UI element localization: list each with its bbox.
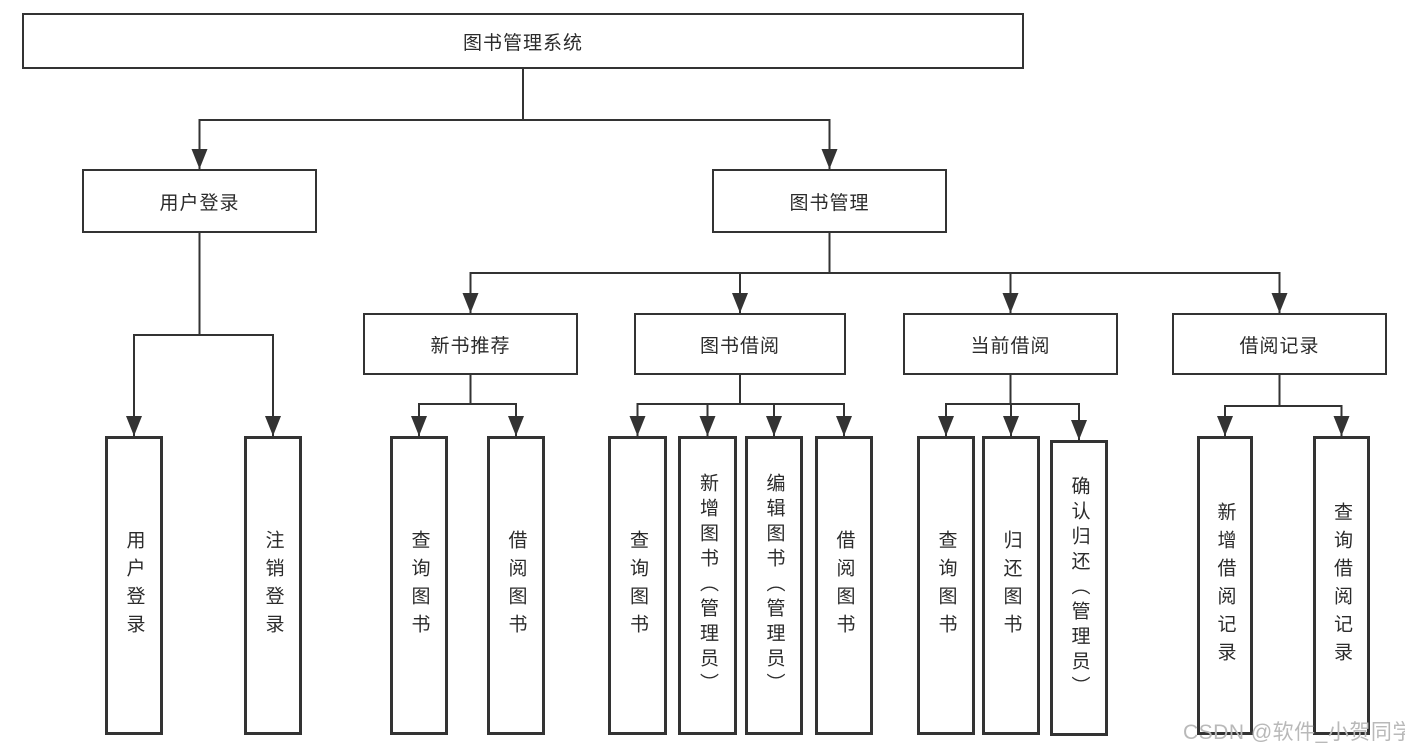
- leaf-label: 注销登录: [262, 529, 284, 642]
- node-leaf-add-borrow-record: 新增借阅记录: [1197, 436, 1253, 735]
- node-user-login-label: 用户登录: [159, 192, 240, 214]
- node-leaf-borrow-books: 借阅图书: [487, 436, 545, 735]
- node-new-book-recommend-label: 新书推荐: [430, 335, 511, 357]
- node-user-login: 用户登录: [82, 169, 317, 233]
- node-new-book-recommend: 新书推荐: [363, 313, 578, 375]
- leaf-label: 借阅图书: [833, 529, 855, 642]
- node-leaf-edit-books-admin: 编辑图书（管理员）: [745, 436, 803, 735]
- leaf-label: 新增借阅记录: [1214, 501, 1236, 670]
- node-root-system: 图书管理系统: [22, 13, 1024, 69]
- leaf-label: 查询图书: [408, 529, 430, 642]
- node-leaf-query-borrow-record: 查询借阅记录: [1313, 436, 1370, 735]
- leaf-label: 查询图书: [627, 529, 648, 642]
- node-leaf-return-books: 归还图书: [982, 436, 1040, 735]
- node-borrowing-records-label: 借阅记录: [1239, 335, 1320, 357]
- leaf-label: 查询借阅记录: [1331, 501, 1352, 670]
- node-leaf-borrow-books: 借阅图书: [815, 436, 873, 735]
- node-book-management: 图书管理: [712, 169, 947, 233]
- node-leaf-query-books: 查询图书: [917, 436, 975, 735]
- leaf-label: 归还图书: [1000, 529, 1022, 642]
- node-leaf-logout: 注销登录: [244, 436, 302, 735]
- node-leaf-add-books-admin: 新增图书（管理员）: [678, 436, 737, 735]
- leaf-label: 确认归还（管理员）: [1068, 475, 1090, 701]
- watermark: CSDN @软件_小贺同学: [1183, 721, 1405, 744]
- node-root-label: 图书管理系统: [462, 32, 583, 54]
- leaf-label: 编辑图书（管理员）: [763, 473, 785, 698]
- node-current-borrowing: 当前借阅: [903, 313, 1118, 375]
- leaf-label: 用户登录: [123, 529, 145, 642]
- leaf-label: 新增图书（管理员）: [697, 473, 718, 698]
- node-book-management-label: 图书管理: [789, 192, 870, 214]
- node-leaf-confirm-return-admin: 确认归还（管理员）: [1050, 440, 1108, 736]
- node-book-borrowing-label: 图书借阅: [699, 335, 780, 357]
- node-book-borrowing: 图书借阅: [634, 313, 846, 375]
- node-leaf-query-books: 查询图书: [608, 436, 667, 735]
- node-borrowing-records: 借阅记录: [1172, 313, 1387, 375]
- node-current-borrowing-label: 当前借阅: [970, 335, 1051, 357]
- leaf-label: 借阅图书: [505, 529, 527, 642]
- leaf-label: 查询图书: [935, 529, 957, 642]
- node-leaf-query-books: 查询图书: [390, 436, 448, 735]
- node-leaf-user-login: 用户登录: [105, 436, 163, 735]
